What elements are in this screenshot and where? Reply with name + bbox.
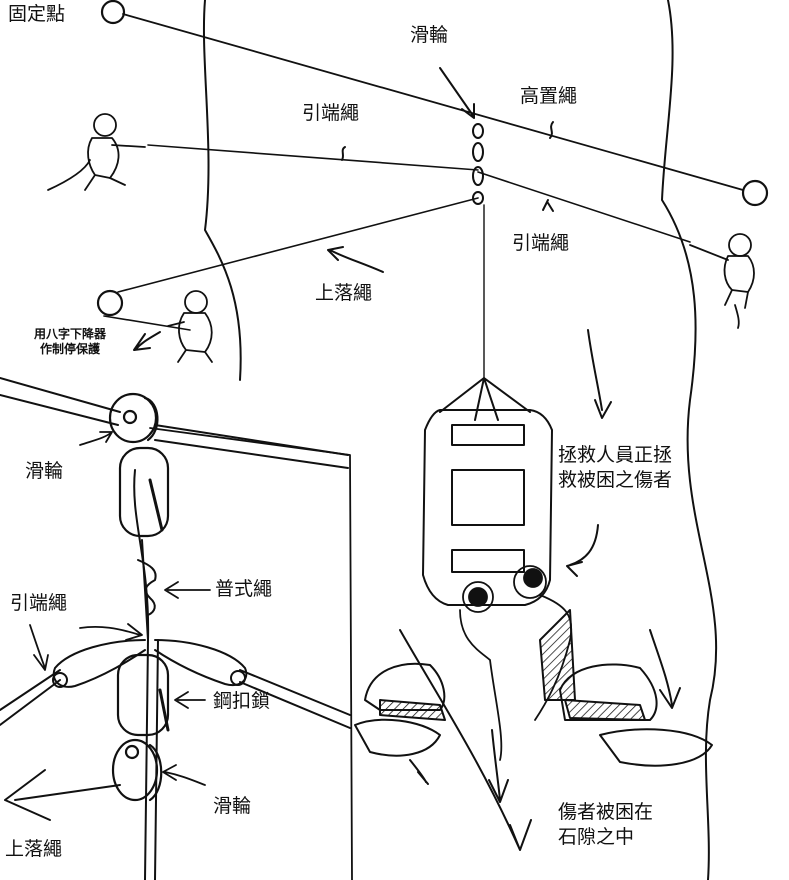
label-detail-prusik: 普式繩 bbox=[215, 578, 273, 600]
rescuer-figure-icon bbox=[689, 233, 755, 329]
anchor-ring-right bbox=[741, 179, 769, 207]
stretcher-icon bbox=[422, 377, 553, 606]
label-tag-line-left: 引端繩 bbox=[302, 102, 360, 124]
label-detail-tag-line: 引端繩 bbox=[10, 592, 68, 614]
label-rescuer-line1: 拯救人員正拯 bbox=[558, 444, 673, 466]
carabiner-icon bbox=[116, 653, 170, 737]
label-anchor-point: 固定點 bbox=[8, 3, 66, 25]
detail-inset-frame bbox=[149, 427, 353, 880]
lowering-line-rope bbox=[103, 197, 479, 331]
victim-figure bbox=[459, 565, 573, 761]
label-figure8-belay-line2: 作制停保護 bbox=[39, 342, 100, 356]
highline-rope bbox=[122, 13, 744, 191]
label-detail-carabiner: 鋼扣鎖 bbox=[213, 690, 271, 712]
pulley-icon bbox=[108, 392, 159, 444]
tag-line-right-rope bbox=[477, 171, 691, 243]
cliff-edge-right bbox=[661, 0, 718, 880]
label-rescuer: 拯救人員正拯 救被困之傷者 bbox=[558, 443, 672, 493]
label-detail-pulley-bottom: 滑輪 bbox=[213, 795, 252, 817]
cliff-edge-left bbox=[202, 0, 242, 381]
rescuer-figure-icon bbox=[167, 290, 213, 363]
rock-crevice bbox=[354, 609, 713, 767]
label-lowering-line: 上落繩 bbox=[315, 282, 373, 304]
anchor-ring-top-left bbox=[100, 0, 126, 25]
label-figure8-belay: 用八字下降器 作制停保護 bbox=[18, 327, 122, 357]
label-pulley-top: 滑輪 bbox=[410, 24, 449, 46]
label-victim: 傷者被困在 石隙之中 bbox=[558, 800, 653, 850]
rescuer-figure-icon bbox=[47, 113, 146, 191]
label-victim-line2: 石隙之中 bbox=[558, 826, 635, 849]
prusik-knot bbox=[137, 539, 157, 641]
label-victim-line1: 傷者被困在 bbox=[558, 801, 654, 823]
anchor-ring-left bbox=[96, 289, 124, 317]
tag-line-left-rope bbox=[147, 144, 479, 171]
pulley-icon bbox=[472, 123, 484, 205]
label-tag-line-right: 引端繩 bbox=[512, 232, 570, 254]
label-detail-pulley-top: 滑輪 bbox=[25, 460, 64, 482]
label-highline: 高置繩 bbox=[520, 85, 578, 107]
label-rescuer-line2: 救被困之傷者 bbox=[558, 469, 673, 492]
tag-line-loops bbox=[52, 639, 248, 688]
detail-ropes bbox=[0, 377, 351, 880]
pulley-icon bbox=[111, 738, 163, 802]
arrow-icon bbox=[29, 431, 211, 786]
label-detail-lowering-line: 上落繩 bbox=[5, 838, 63, 860]
carabiner-icon bbox=[118, 446, 170, 538]
label-figure8-belay-line1: 用八字下降器 bbox=[33, 327, 106, 341]
arrow-icon bbox=[133, 67, 681, 851]
